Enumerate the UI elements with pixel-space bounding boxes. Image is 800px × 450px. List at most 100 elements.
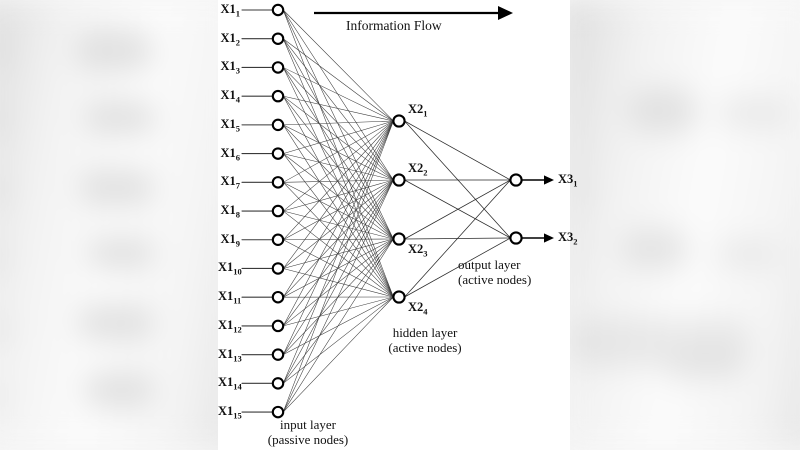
input-node-label-13-base: X1 (218, 346, 234, 361)
input-node-label-12: X112 (218, 317, 242, 335)
input-node-4[interactable] (271, 89, 285, 103)
output-node-label-1-base: X3 (558, 172, 574, 186)
input-node-14[interactable] (271, 377, 285, 390)
information-flow-arrow (314, 6, 513, 20)
input-node-label-8: X18 (218, 204, 240, 219)
input-node-label-13: X113 (218, 346, 242, 364)
hidden-node-label-3: X23 (408, 243, 428, 258)
input-node-6[interactable] (271, 147, 285, 160)
edge-input-hidden (282, 238, 394, 384)
edge-input-hidden (282, 67, 394, 181)
input-node-label-9-base: X1 (220, 231, 236, 246)
input-node-label-2-base: X1 (220, 30, 236, 45)
input-node-2[interactable] (271, 32, 285, 45)
edge-hidden-output (404, 120, 511, 239)
edge-input-hidden (282, 95, 394, 122)
input-node-label-6: X16 (218, 146, 240, 163)
edge-input-hidden (282, 296, 394, 413)
hidden-node-1[interactable] (392, 114, 406, 128)
input-node-label-3-base: X1 (220, 59, 236, 74)
input-node-11[interactable] (271, 290, 285, 304)
output-node-label-2-index: 2 (573, 236, 578, 247)
hidden-node-2[interactable] (392, 173, 406, 187)
edge-input-hidden (282, 9, 394, 181)
input-node-label-12-index: 12 (233, 324, 242, 335)
edge-hidden-output (404, 179, 511, 298)
input-node-label-4: X14 (218, 89, 240, 104)
input-node-label-4-index: 4 (235, 94, 240, 105)
backdrop-blob (88, 236, 154, 270)
output-arrow-head (544, 233, 554, 243)
input-node-label-2: X12 (218, 30, 240, 47)
input-node-3[interactable] (271, 61, 285, 74)
input-node-label-3: X13 (218, 60, 240, 75)
edge-input-hidden (282, 179, 394, 269)
edge-input-hidden (282, 120, 394, 154)
edge-input-hidden (282, 238, 394, 355)
edge-input-hidden (282, 153, 394, 240)
caption-output-layer: output layer (active nodes) (458, 257, 578, 287)
edge-input-hidden (282, 120, 394, 384)
edge-input-hidden (282, 124, 394, 240)
hidden-node-label-4-base: X2 (408, 300, 424, 314)
input-node-13[interactable] (271, 348, 285, 361)
blurred-background-left (0, 0, 240, 450)
backdrop-blob (664, 348, 744, 384)
hidden-node-3[interactable] (392, 232, 406, 246)
hidden-node-label-3-index: 3 (423, 248, 428, 259)
backdrop-blob (85, 100, 155, 136)
input-node-label-15-base: X1 (218, 404, 234, 419)
output-node-1[interactable] (509, 173, 523, 187)
input-node-10[interactable] (271, 262, 285, 275)
input-node-label-10: X110 (218, 260, 242, 276)
backdrop-blob (568, 318, 750, 368)
backdrop-blob (718, 96, 790, 130)
backdrop-blob (628, 88, 698, 134)
input-node-label-14: X114 (218, 376, 242, 391)
input-node-label-11-index: 11 (233, 295, 242, 306)
edge-hidden-output (404, 120, 511, 181)
output-node-label-2-base: X3 (558, 230, 574, 244)
edge-input-hidden (282, 179, 394, 413)
edge-input-hidden (282, 120, 394, 355)
edge-input-hidden (282, 38, 394, 122)
input-node-1[interactable] (271, 3, 285, 17)
backdrop-blob (0, 252, 6, 268)
input-node-label-12-base: X1 (218, 317, 234, 332)
backdrop-blob (78, 304, 154, 342)
hidden-node-label-2-index: 2 (423, 167, 428, 178)
edge-hidden-output (404, 237, 511, 298)
input-node-5[interactable] (271, 118, 285, 132)
caption-hidden-layer: hidden layer (active nodes) (350, 325, 500, 355)
hidden-node-label-2: X22 (408, 162, 428, 177)
output-node-2[interactable] (509, 231, 523, 245)
input-node-label-6-index: 6 (235, 152, 240, 163)
input-node-label-3-index: 3 (235, 65, 240, 76)
edge-input-hidden (282, 120, 394, 241)
input-node-label-13-index: 13 (233, 353, 242, 364)
input-node-15[interactable] (271, 405, 285, 419)
edge-input-hidden (282, 182, 394, 298)
caption-output-line2: (active nodes) (458, 271, 532, 287)
edge-input-hidden (282, 153, 394, 181)
input-node-7[interactable] (271, 176, 285, 189)
input-node-12[interactable] (271, 319, 285, 333)
edge-input-hidden (282, 120, 394, 183)
input-node-9[interactable] (271, 233, 285, 247)
caption-output-line1: output layer (458, 257, 521, 272)
edge-input-hidden (282, 179, 394, 298)
input-node-label-10-base: X1 (218, 260, 234, 275)
input-node-8[interactable] (271, 204, 285, 218)
edge-input-hidden (282, 179, 394, 212)
edge-input-hidden (282, 179, 394, 384)
backdrop-blob (75, 30, 153, 72)
edge-input-hidden (282, 120, 394, 413)
hidden-node-4[interactable] (392, 290, 406, 304)
input-node-label-11-base: X1 (218, 289, 234, 304)
input-node-label-7-index: 7 (235, 180, 240, 191)
edge-input-hidden (282, 38, 394, 240)
edge-input-hidden (282, 120, 394, 327)
hidden-node-label-2-base: X2 (408, 161, 424, 175)
node-circles (271, 3, 523, 419)
edge-input-hidden (282, 9, 394, 240)
